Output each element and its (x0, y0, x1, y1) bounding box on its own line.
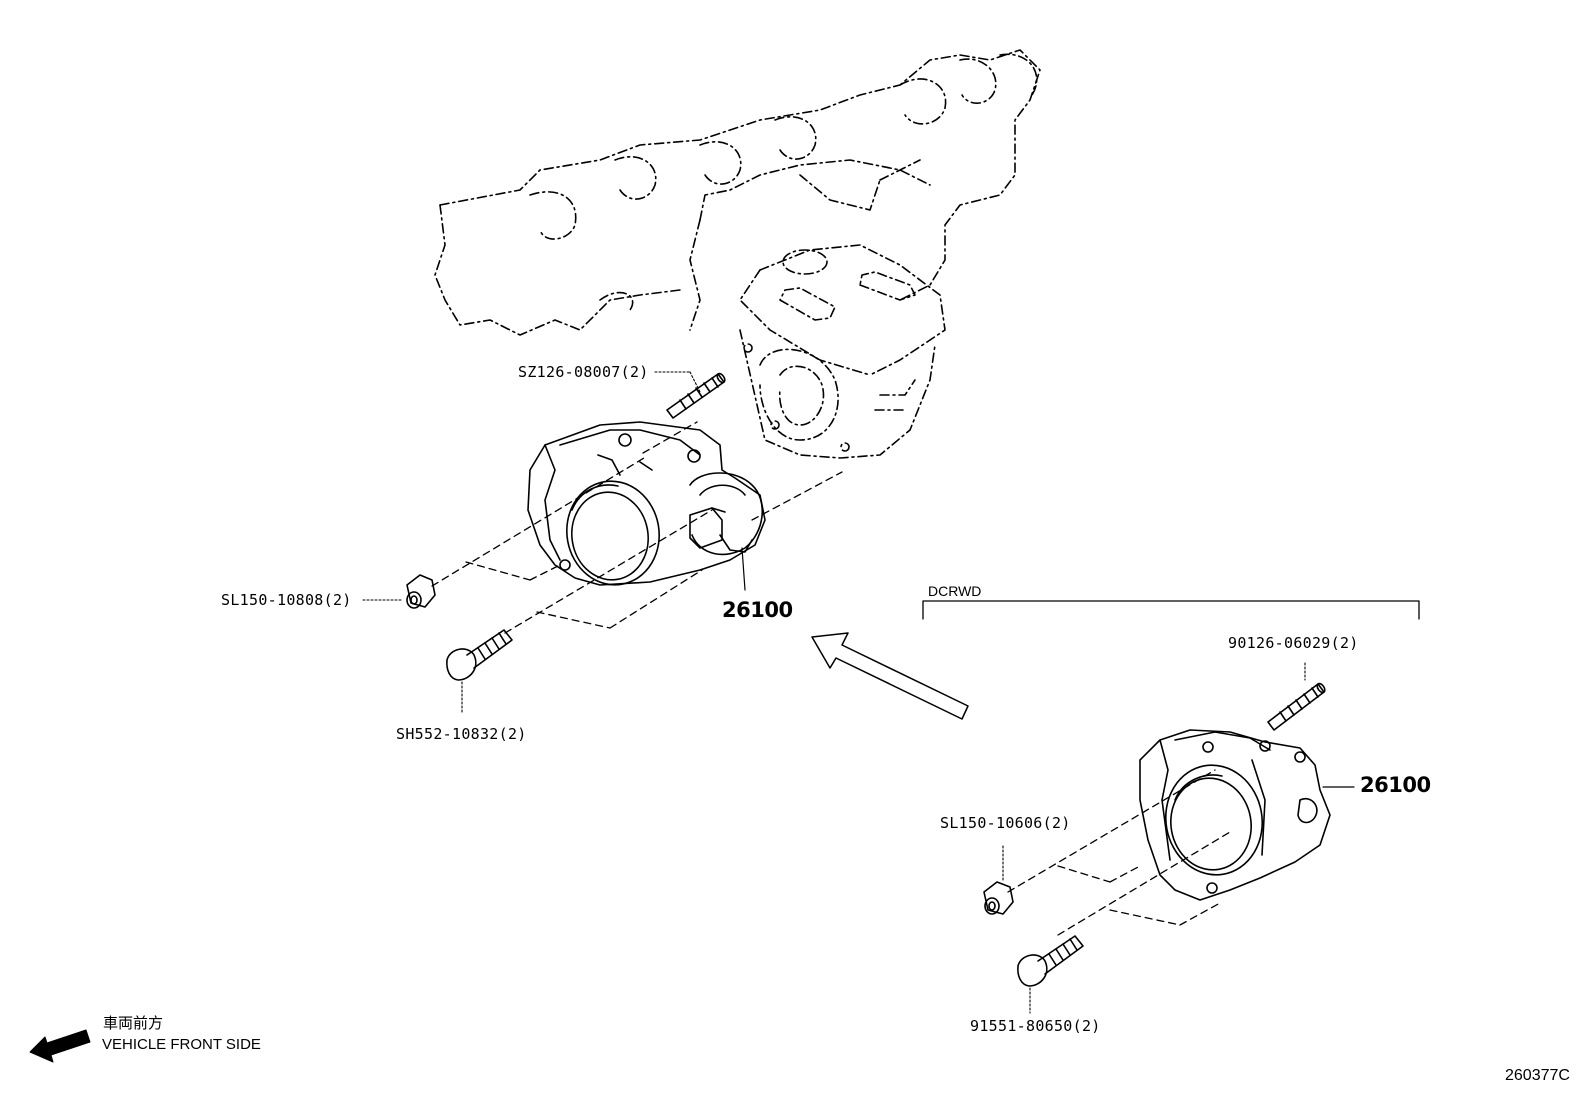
label-front-en: VEHICLE FRONT SIDE (102, 1036, 261, 1053)
outline-arrow-icon (811, 632, 969, 720)
bolt-91551 (1017, 935, 1084, 987)
dcrwd-bracket (922, 600, 1420, 620)
bolt-sh552 (446, 629, 513, 681)
label-sh552-10832: SH552-10832(2) (396, 725, 527, 743)
label-sl150-10808: SL150-10808(2) (221, 591, 352, 609)
label-part-26100-lower: 26100 (1360, 773, 1431, 797)
arrow-left-icon (29, 1029, 91, 1063)
upper-leaders (362, 371, 701, 713)
stud-sz126 (666, 372, 726, 419)
throttle-body-upper (527, 421, 766, 586)
label-sl150-10606: SL150-10606(2) (940, 814, 1071, 832)
lower-leaders (1002, 662, 1306, 1014)
upper-alignment-lines (431, 421, 843, 634)
lower-alignment-lines (1007, 769, 1231, 936)
stud-90126 (1267, 682, 1326, 731)
intake-manifold-phantom (434, 49, 1041, 459)
leader-26100-upper (741, 547, 746, 591)
label-front-jp: 車両前方 (103, 1014, 164, 1032)
nut-sl150-10808 (406, 574, 436, 609)
throttle-body-lower (1139, 729, 1331, 901)
label-sz126-08007: SZ126-08007(2) (518, 363, 649, 381)
label-91551-80650: 91551-80650(2) (970, 1017, 1101, 1035)
nut-sl150-10606 (983, 881, 1014, 915)
label-part-26100-upper: 26100 (722, 598, 793, 622)
label-diagram-id: 260377C (1505, 1067, 1570, 1084)
label-variant-dcrwd: DCRWD (928, 583, 982, 599)
label-90126-06029: 90126-06029(2) (1228, 634, 1359, 652)
